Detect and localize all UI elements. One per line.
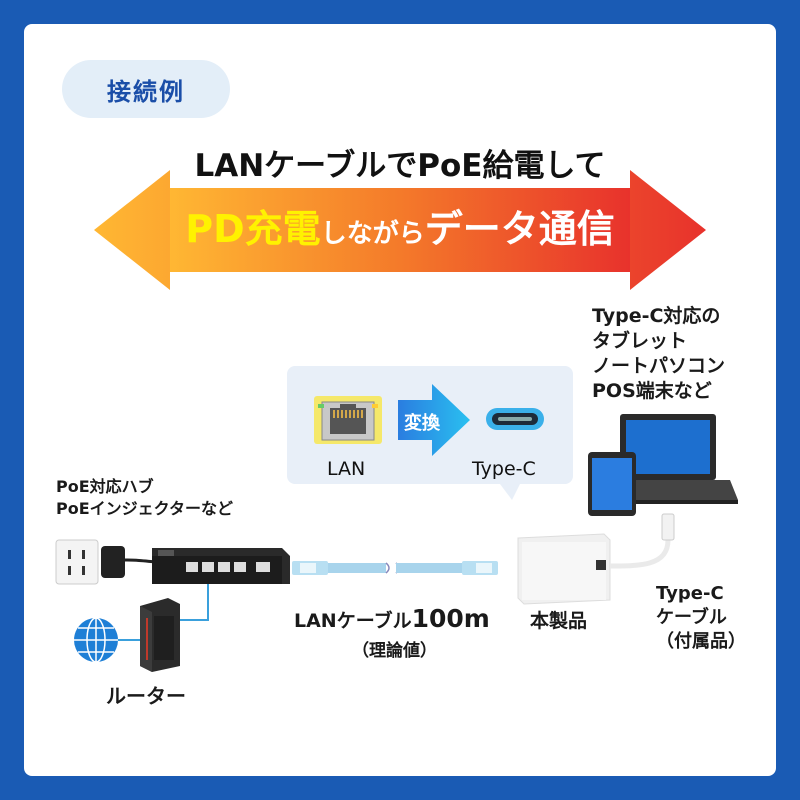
lan-label: LAN bbox=[327, 458, 366, 480]
power-adapter-icon bbox=[101, 546, 125, 578]
headline-line1: LANケーブルでPoE給電して bbox=[194, 148, 606, 184]
devices-line4: POS端末など bbox=[592, 380, 712, 402]
lan-cable-label: LANケーブル100m bbox=[294, 604, 490, 633]
devices-line1: Type-C対応の bbox=[592, 305, 721, 327]
hub-line2: PoEインジェクターなど bbox=[56, 499, 234, 518]
lan-cable-note: （理論値） bbox=[352, 641, 437, 661]
lan-cable-icon bbox=[292, 561, 498, 575]
power-outlet-icon bbox=[55, 539, 99, 585]
product-label: 本製品 bbox=[530, 610, 588, 632]
poe-hub-icon bbox=[152, 548, 290, 584]
router-label: ルーター bbox=[106, 684, 186, 708]
devices-line3: ノートパソコン bbox=[592, 355, 726, 377]
devices-label: Type-C対応の タブレット ノートパソコン POS端末など bbox=[592, 304, 725, 404]
router-icon bbox=[140, 598, 180, 672]
typec-port-icon bbox=[486, 408, 544, 430]
lan-cable-length: 100m bbox=[411, 604, 490, 633]
internet-globe-icon bbox=[74, 617, 118, 663]
headline-data-comm: データ通信 bbox=[424, 207, 615, 251]
product-adapter-icon bbox=[517, 533, 611, 605]
devices-line2: タブレット bbox=[592, 330, 688, 352]
convert-label: 変換 bbox=[404, 413, 440, 434]
typec-cable-line2: ケーブル bbox=[656, 607, 727, 628]
headline-line2: PD充電しながらデータ通信 bbox=[150, 198, 650, 253]
tablet-icon bbox=[588, 452, 636, 516]
lan-cable-name: LANケーブル bbox=[294, 610, 412, 632]
example-tag: 接続例 bbox=[62, 60, 230, 118]
hub-line1: PoE対応ハブ bbox=[56, 477, 154, 496]
typec-cable-line1: Type-C bbox=[656, 583, 724, 604]
typec-cable-icon bbox=[609, 539, 671, 569]
typec-cable-line3: （付属品） bbox=[656, 631, 746, 652]
typec-label: Type-C bbox=[472, 458, 536, 480]
typec-cable-label: Type-C ケーブル （付属品） bbox=[656, 582, 746, 654]
headline-pd-charge: PD充電 bbox=[185, 207, 321, 251]
headline-while: しながら bbox=[320, 219, 425, 249]
laptop-icon bbox=[596, 414, 738, 504]
hub-label: PoE対応ハブ PoEインジェクターなど bbox=[56, 476, 233, 520]
convert-arrow-icon bbox=[398, 384, 470, 456]
lan-port-icon bbox=[314, 396, 382, 444]
